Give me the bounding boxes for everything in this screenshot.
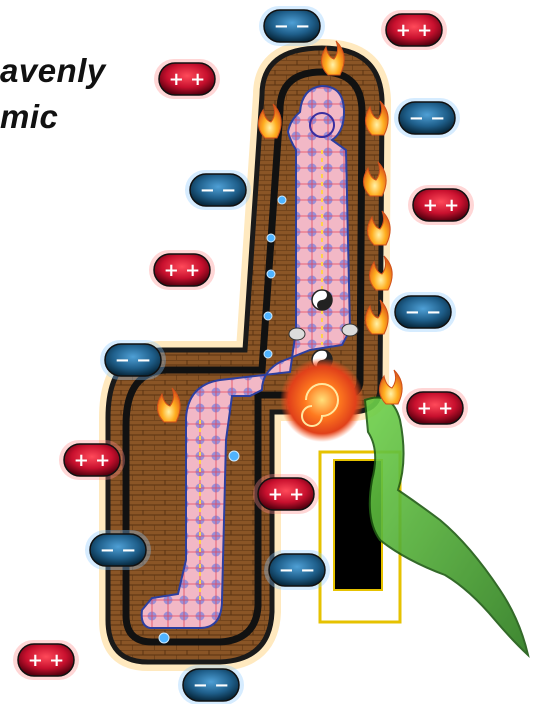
negative-ion-icon: − − [259,6,325,46]
negative-ion-icon: − − [178,665,244,704]
positive-ion-icon: + + [154,59,220,99]
positive-ion-icon: + + [13,640,79,680]
ion-symbol: − − [200,180,236,201]
ion-symbol: + + [268,484,304,505]
ion-symbol: + + [417,398,453,419]
negative-ion-icon: − − [394,98,460,138]
ion-symbol: + + [28,650,64,671]
ion-symbol: + + [423,195,459,216]
positive-ion-icon: + + [381,10,447,50]
positive-ion-icon: + + [408,185,474,225]
positive-ion-icon: + + [149,250,215,290]
ion-symbol: − − [115,350,151,371]
ion-symbol: − − [274,16,310,37]
right-hand [342,324,358,336]
negative-ion-icon: − − [390,292,456,332]
ion-symbol: − − [279,560,315,581]
ion-symbol: + + [74,450,110,471]
ion-symbol: − − [409,108,445,129]
energy-vortex-icon [280,358,364,442]
left-hand [289,328,305,340]
ion-symbol: − − [405,302,441,323]
negative-ion-icon: − − [264,550,330,590]
ion-symbol: − − [193,675,229,696]
positive-ion-icon: + + [402,388,468,428]
ion-symbol: − − [100,540,136,561]
yin-yang-icon [312,290,332,310]
negative-ion-icon: − − [185,170,251,210]
ion-symbol: + + [396,20,432,41]
positive-ion-icon: + + [253,474,319,514]
positive-ion-icon: + + [59,440,125,480]
negative-ion-icon: − − [100,340,166,380]
ion-symbol: + + [164,260,200,281]
energy-stream-icon [365,398,528,656]
negative-ion-icon: − − [85,530,151,570]
ion-symbol: + + [169,69,205,90]
